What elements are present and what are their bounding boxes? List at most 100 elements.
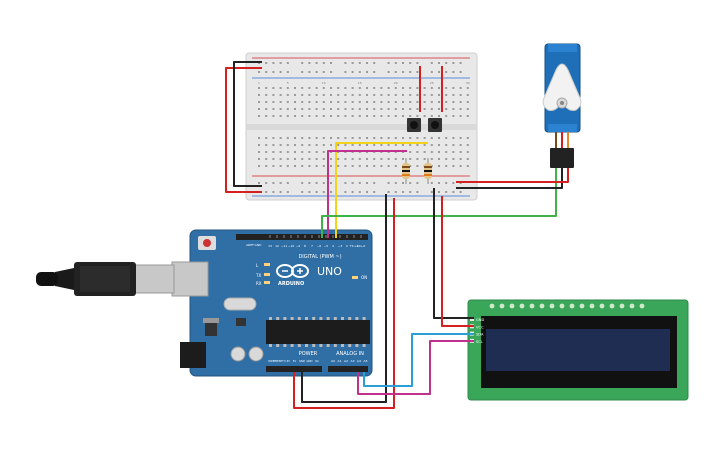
voltage-regulator <box>205 322 217 336</box>
analog-pin-label: A1 <box>338 359 342 363</box>
pushbutton-1[interactable] <box>407 118 421 132</box>
digital-pin-label: TX→1 <box>349 244 358 248</box>
arduino-brand: ARDUINO <box>278 281 304 287</box>
led-tx-label: TX <box>255 273 261 278</box>
wire-yellow <box>335 142 428 238</box>
digital-pin-label: 8 <box>304 244 306 248</box>
wire-magenta-top <box>327 150 407 238</box>
resistor-2 <box>424 158 432 184</box>
servo-horn <box>542 63 582 111</box>
digital-pin-label: 4 <box>332 244 334 248</box>
digital-pin-label: 13 <box>268 244 272 248</box>
digital-label: DIGITAL (PWM ~) <box>298 254 341 260</box>
digital-pin-label: ~6 <box>317 244 322 248</box>
wire-red-lcd-vcc <box>441 196 474 327</box>
digital-pin-label: ~3 <box>338 244 343 248</box>
usb-cable <box>36 262 175 296</box>
digital-pin-socket[interactable] <box>360 235 362 238</box>
breadboard-column-number: 15 <box>358 81 362 85</box>
power-pin-label: GND <box>299 359 305 363</box>
crystal-oscillator <box>223 297 257 311</box>
digital-pin-label: 7 <box>311 244 313 248</box>
usb-cable-strain <box>55 268 74 290</box>
breadboard-column-number: 5 <box>287 81 289 85</box>
digital-pin-socket[interactable] <box>290 235 292 238</box>
lcd-pin-label: SDA <box>476 333 484 337</box>
analog-pin-label: A4 <box>357 359 361 363</box>
power-header <box>266 366 322 372</box>
breadboard-holes <box>258 62 469 193</box>
digital-pin-socket[interactable] <box>304 235 306 238</box>
power-pin-label: GND <box>307 359 313 363</box>
usb-port <box>171 261 209 297</box>
breadboard-column-number: 1 <box>258 81 260 85</box>
led-l-label: L <box>256 263 259 268</box>
analog-pin-label: A5 <box>364 359 368 363</box>
atmega-chip <box>266 320 370 344</box>
servo-motor[interactable] <box>542 43 582 168</box>
wire-red-left-top <box>225 67 262 193</box>
digital-pin-socket[interactable] <box>297 235 299 238</box>
servo-connector <box>550 148 574 168</box>
led-on-label: ON <box>361 275 367 280</box>
power-pin-label: Vin <box>315 359 319 363</box>
wire-green <box>321 168 557 238</box>
usb-cable-end <box>36 272 58 286</box>
digital-pin-socket[interactable] <box>269 235 271 238</box>
power-label: POWER <box>299 351 318 357</box>
power-pin-label: IOREF <box>268 359 276 363</box>
servo-mount-bottom <box>548 124 577 132</box>
wire-black-left-top <box>233 61 262 187</box>
digital-pin-socket[interactable] <box>353 235 355 238</box>
digital-pin-label: 12 <box>275 244 279 248</box>
lcd-pin-label: SCL <box>476 340 483 344</box>
digital-pin-label: ~9 <box>296 244 301 248</box>
digital-pin-socket[interactable] <box>332 235 334 238</box>
breadboard-column-number: 10 <box>322 81 326 85</box>
digital-pin-socket[interactable] <box>339 235 341 238</box>
pushbutton-2[interactable] <box>428 118 442 132</box>
digital-pin-label: ~11 <box>281 244 287 248</box>
analog-pin-label: A2 <box>344 359 348 363</box>
digital-pin-socket[interactable] <box>346 235 348 238</box>
arduino-model: UNO <box>317 265 342 278</box>
digital-pin-label: 2 <box>346 244 348 248</box>
gnd-label: GND <box>255 243 263 247</box>
wire-black-lcd-gnd <box>433 188 474 319</box>
breadboard-center-channel <box>246 124 477 130</box>
digital-pin-socket[interactable] <box>283 235 285 238</box>
led-rx-label: RX <box>256 281 262 286</box>
power-pin-label: 3.3V <box>284 359 290 363</box>
power-pin-label: 5V <box>293 359 297 363</box>
digital-pin-label: ~10 <box>288 244 294 248</box>
arduino-logo-icon <box>276 264 309 278</box>
aref-label: AREF <box>246 243 254 247</box>
digital-pin-socket[interactable] <box>325 235 327 238</box>
digital-pin-socket[interactable] <box>311 235 313 238</box>
capacitor-1 <box>230 346 246 362</box>
digital-pin-socket[interactable] <box>276 235 278 238</box>
wire-black-servo <box>456 168 563 189</box>
wire-red-servo <box>456 168 569 183</box>
atmega-chip-pins <box>269 317 366 347</box>
digital-pin-socket[interactable] <box>318 235 320 238</box>
resistor-1 <box>402 158 410 184</box>
wire-black-to-gnd <box>301 194 387 403</box>
wire-red-to-5v <box>293 198 395 409</box>
servo-mount-top <box>548 44 577 52</box>
power-pin-label: RESET <box>275 359 284 363</box>
analog-pin-label: A0 <box>331 359 335 363</box>
digital-pin-label: RX←0 <box>357 244 366 248</box>
digital-header <box>236 234 368 240</box>
lcd-pin-label: GND <box>476 318 484 322</box>
wire-blue-sda <box>363 333 474 387</box>
breadboard-column-number: 20 <box>394 81 398 85</box>
lcd-header-holes <box>489 303 645 309</box>
